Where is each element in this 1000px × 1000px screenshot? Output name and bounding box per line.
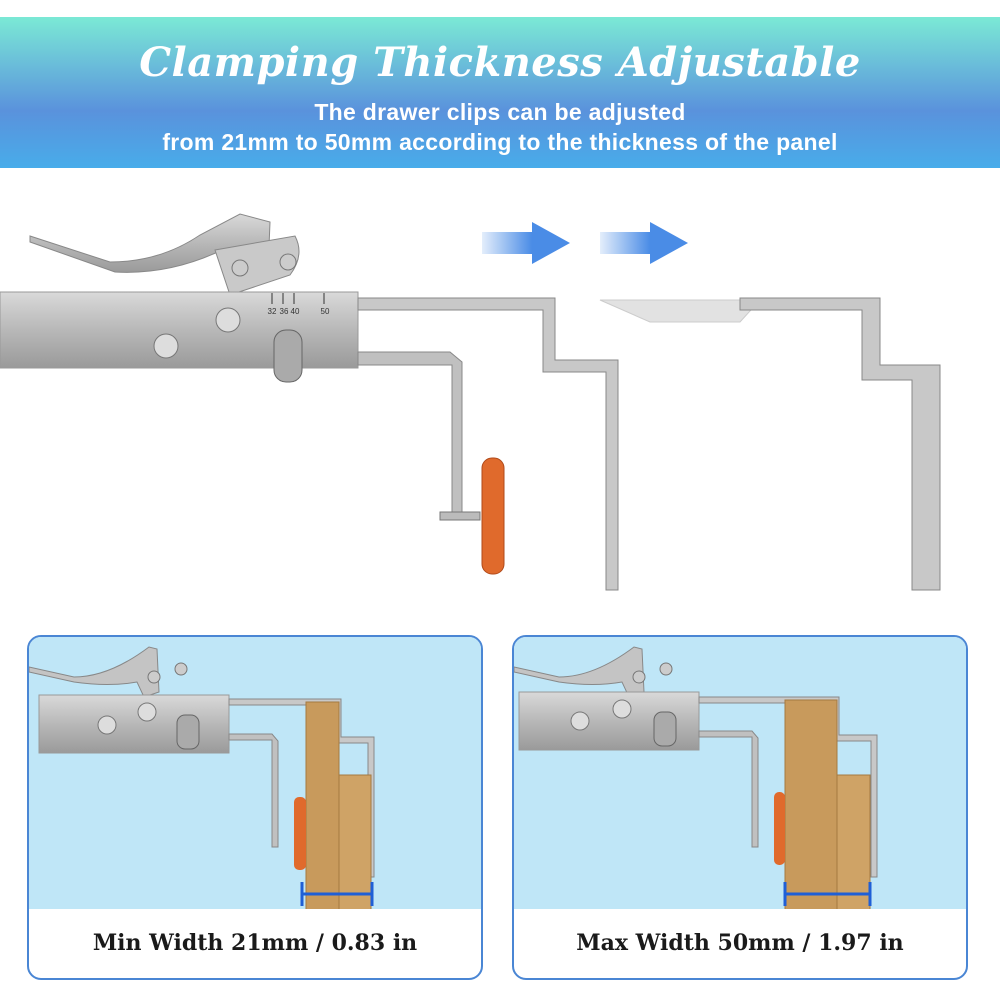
clamp-bar xyxy=(38,694,230,754)
wood-panel xyxy=(784,699,838,909)
scale-label: 40 xyxy=(291,307,300,316)
scale-label: 36 xyxy=(280,307,289,316)
max-width-label: Max Width 50mm / 1.97 in xyxy=(576,930,904,956)
min-width-panel: Min Width 21mm / 0.83 in xyxy=(27,635,483,980)
max-width-panel: Max Width 50mm / 1.97 in xyxy=(512,635,968,980)
lever-plate xyxy=(214,235,300,296)
lower-bracket xyxy=(698,730,759,848)
measure-line xyxy=(300,882,374,906)
min-width-label: Min Width 21mm / 0.83 in xyxy=(92,930,418,956)
orange-wheel xyxy=(774,792,785,865)
header-banner: Clamping Thickness Adjustable The drawer… xyxy=(0,17,1000,168)
lower-bracket xyxy=(357,351,463,521)
screw-icon xyxy=(231,259,249,277)
scale-marks: 32 36 40 50 xyxy=(268,293,330,316)
page-title: Clamping Thickness Adjustable xyxy=(139,39,861,86)
lower-bracket xyxy=(228,733,279,848)
wood-panel xyxy=(338,774,372,909)
orange-wheel xyxy=(481,457,505,575)
clamp-bar xyxy=(0,291,359,369)
upper-clip xyxy=(357,297,619,591)
extended-clip xyxy=(739,297,941,591)
orange-wheel xyxy=(294,797,306,870)
ghost-slider xyxy=(599,299,762,323)
arrow-right-icon xyxy=(482,222,570,264)
screw-icon xyxy=(279,253,297,271)
screw-icon xyxy=(153,333,179,359)
screw-icon xyxy=(215,307,241,333)
scale-label: 32 xyxy=(268,307,277,316)
clamp-illustration: 32 36 40 50 xyxy=(0,213,941,591)
adjust-knob xyxy=(273,329,303,383)
measure-line xyxy=(783,882,872,906)
min-width-illustration xyxy=(29,637,481,909)
arrow-right-icon xyxy=(600,222,688,264)
wood-panel xyxy=(836,774,871,909)
wheel-axle xyxy=(439,511,481,521)
subtitle-line-2: from 21mm to 50mm according to the thick… xyxy=(162,129,838,155)
max-width-illustration xyxy=(514,637,966,909)
scale-label: 50 xyxy=(321,307,330,316)
subtitle-line-1: The drawer clips can be adjusted xyxy=(314,99,686,125)
wood-panel xyxy=(305,701,340,909)
